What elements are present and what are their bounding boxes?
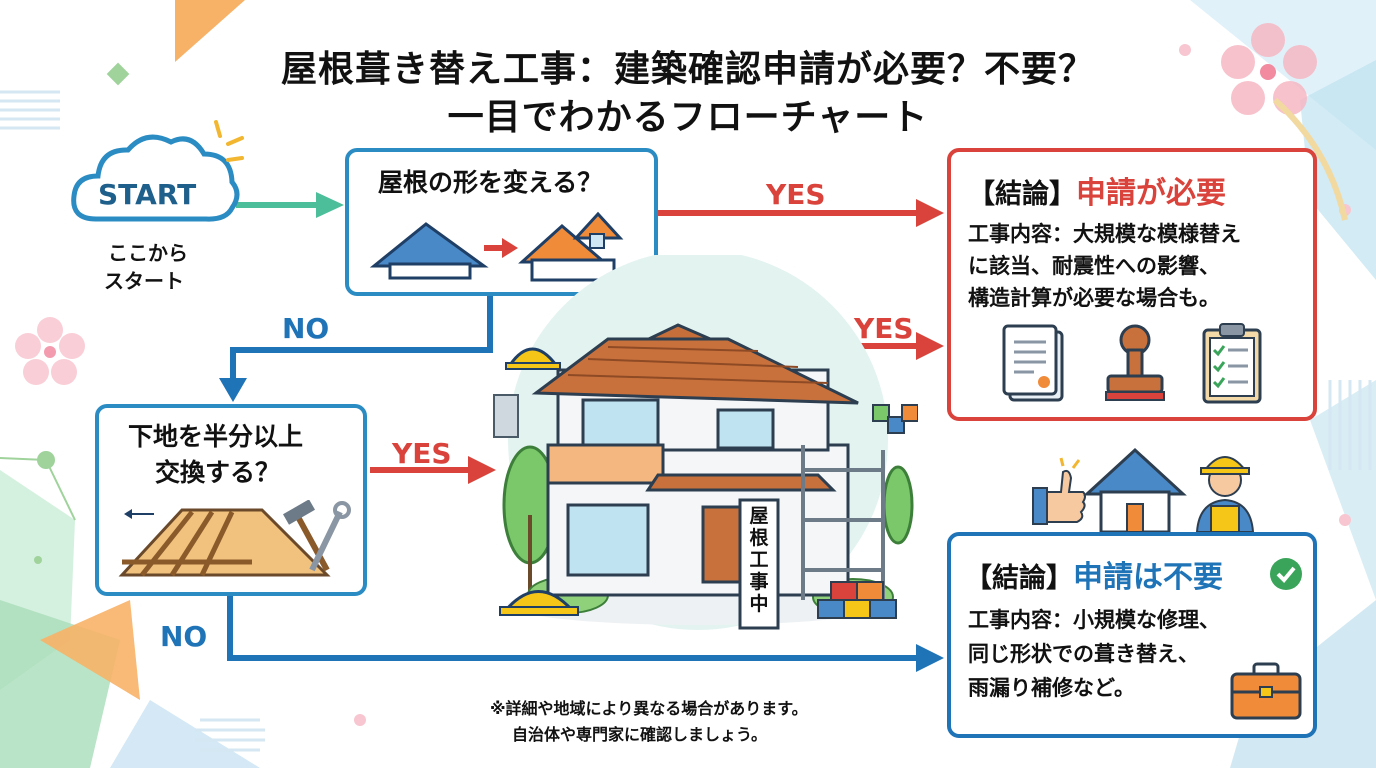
yes-label-1: YES [766, 178, 826, 211]
small-house-icon [1083, 447, 1187, 534]
spark-icon [214, 120, 244, 162]
yes-label-2: YES [392, 437, 452, 470]
conclusion-not-required-heading: 【結論】申請は不要 [965, 552, 1223, 596]
roof-framing-icon [118, 500, 351, 577]
question-2-line-2: 交換する？ [155, 458, 281, 487]
construction-sign-text: 屋根工事中 [749, 505, 769, 615]
question-1-text: 屋根の形を変える？ [378, 168, 603, 197]
start-sub-line-1: ここから [108, 241, 188, 265]
checklist-icon [1202, 323, 1262, 404]
check-circle-icon [1270, 558, 1302, 590]
roof-change-icon [369, 211, 624, 282]
yes-label-3: YES [854, 312, 914, 345]
worker-icon [1195, 456, 1255, 533]
conclusion-required-heading: 【結論】申請が必要 [968, 168, 1226, 212]
toolbox-icon [1230, 662, 1302, 720]
conclusion-not-required-line-3: 雨漏り補修など。 [968, 676, 1135, 700]
hammer-icon [283, 500, 330, 572]
title-line-2: 一目でわかるフローチャート [447, 97, 929, 138]
conclusion-required-prefix: 【結論】 [968, 179, 1076, 210]
conclusion-not-required-prefix: 【結論】 [965, 563, 1073, 594]
conclusion-not-required-line-2: 同じ形状での葺き替え、 [968, 642, 1199, 666]
footnote-line-1: ※詳細や地域により異なる場合があります。 [490, 699, 808, 718]
conclusion-required-line-2: に該当、耐震性への影響、 [968, 254, 1220, 278]
construction-sign [738, 498, 780, 630]
door-icon [701, 505, 743, 584]
footnote-line-2: 自治体や専門家に確認しましょう。 [512, 725, 768, 744]
conclusion-required-line-1: 工事内容：大規模な模様替え [968, 222, 1241, 246]
house-illustration [493, 255, 918, 630]
bricks-icon [817, 581, 897, 619]
worker-illustration [1032, 447, 1255, 534]
scaffold-icon [801, 445, 885, 600]
roof-tiles [531, 337, 859, 405]
no-arrow-2 [227, 596, 918, 661]
building-icon [493, 394, 519, 438]
start-cloud-icon [71, 134, 240, 222]
wrench-icon [309, 501, 351, 572]
conclusion-not-required-result: 申請は不要 [1073, 560, 1223, 595]
orange-triangle-decoration [175, 0, 245, 62]
conclusion-not-required-line-1: 工事内容：小規模な修理、 [968, 608, 1220, 632]
no-label-2: NO [160, 620, 208, 653]
no-arrow-1 [230, 296, 493, 380]
start-sub-line-2: スタート [104, 269, 184, 293]
question-2-line-1: 下地を半分以上 [128, 422, 304, 451]
conclusion-required-result: 申請が必要 [1076, 176, 1226, 211]
title-line-1: 屋根葺き替え工事：建築確認申請が必要？不要？ [280, 49, 1095, 90]
stamp-icon [1105, 324, 1165, 401]
no-label-1: NO [282, 312, 330, 345]
start-label: START [98, 178, 197, 211]
document-icon [1002, 324, 1064, 402]
thumbs-up-icon [1032, 469, 1086, 525]
conclusion-required-line-3: 構造計算が必要な場合も。 [968, 286, 1220, 310]
